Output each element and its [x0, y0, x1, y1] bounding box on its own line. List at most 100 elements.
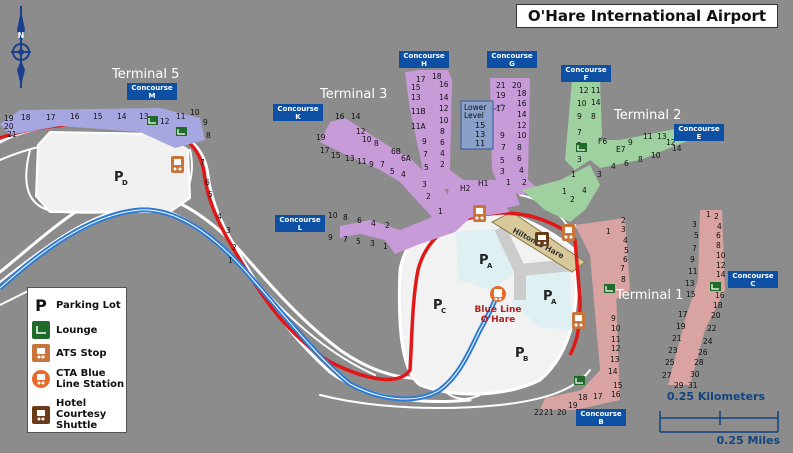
gate-label: 11 — [688, 267, 698, 276]
gate-label: 13 — [139, 112, 149, 121]
gate-label: 10 — [328, 211, 338, 220]
gate-label: 9 — [369, 160, 374, 169]
parking-p-label: P — [433, 298, 443, 313]
gate-label: 11 — [611, 335, 621, 344]
svg-text:M: M — [149, 92, 156, 100]
gate-label: 8 — [638, 155, 643, 164]
gate-label: 1 — [383, 242, 388, 251]
gate-label: 7 — [343, 235, 348, 244]
gate-label: 5 — [500, 156, 505, 165]
gate-label: 8 — [517, 143, 522, 152]
gate-label: 14 — [716, 270, 726, 279]
ats-stop-icon — [562, 224, 575, 241]
lower-level-gate: 11 — [475, 139, 485, 148]
scale-km-label: 0.25 Kilometers — [666, 390, 766, 403]
lower-level-gate: 15 — [475, 121, 485, 130]
ats-stop-icon — [171, 156, 184, 173]
compass-icon: N — [11, 6, 31, 88]
gate-label: 8 — [343, 213, 348, 222]
lounge-icon — [574, 376, 585, 385]
gate-label: 12 — [666, 138, 676, 147]
gate-label: 2 — [522, 178, 527, 187]
gate-label: 9 — [577, 112, 582, 121]
gate-label: 28 — [694, 358, 704, 367]
gate-label: 1 — [571, 170, 576, 179]
gate-label: 17 — [416, 75, 426, 84]
gate-label: 16 — [335, 112, 345, 121]
svg-text:B: B — [598, 418, 603, 426]
parking-p-label: P — [479, 253, 489, 268]
gate-label: 15 — [411, 83, 421, 92]
gate-label: 5 — [208, 190, 213, 199]
gate-label: 24 — [703, 337, 713, 346]
gate-label: H2 — [460, 184, 471, 193]
lounge-icon — [147, 116, 158, 125]
gate-label: 3 — [226, 226, 231, 235]
gate-label: 11 — [357, 157, 367, 166]
gate-label: 7 — [620, 264, 625, 273]
gate-label: 21 — [544, 408, 554, 417]
gate-label: 16 — [70, 112, 80, 121]
gate-label: 13 — [411, 93, 421, 102]
gate-label: 3 — [370, 239, 375, 248]
gate-label: 8 — [621, 275, 626, 284]
gate-label: 7 — [577, 128, 582, 137]
gate-label: 6 — [517, 154, 522, 163]
gate-label: 9 — [690, 255, 695, 264]
gate-label: 6 — [357, 216, 362, 225]
gate-label: 31 — [688, 381, 698, 390]
gate-label: 17 — [320, 146, 330, 155]
gate-label: 8 — [206, 131, 211, 140]
gate-label: 16 — [439, 80, 449, 89]
gate-label: 13 — [610, 355, 620, 364]
hotel-shuttle-icon — [32, 405, 50, 424]
terminal-2-label: Terminal 2 — [613, 108, 681, 123]
gate-label: 9 — [611, 314, 616, 323]
gate-label: 12 — [716, 261, 726, 270]
gate-label: 26 — [698, 348, 708, 357]
gate-label: 25 — [665, 358, 675, 367]
terminal-1-label: Terminal 1 — [615, 288, 683, 303]
svg-text:C: C — [750, 280, 755, 288]
gate-label: 15 — [686, 290, 696, 299]
gate-label: 6A — [401, 154, 412, 163]
gate-label: 4 — [519, 166, 524, 175]
legend-cta-label: CTA Blue Line Station — [56, 368, 125, 390]
gate-label: 15 — [93, 112, 103, 121]
gate-label: 14 — [351, 112, 361, 121]
gate-label: 8 — [716, 241, 721, 250]
parking-b-label: B — [523, 355, 528, 363]
gate-label: 6 — [440, 138, 445, 147]
legend-ats-label: ATS Stop — [56, 347, 107, 359]
lounge-icon — [604, 284, 615, 293]
gate-label: 17 — [496, 104, 506, 113]
gate-label: 3 — [577, 155, 582, 164]
gate-label: 14 — [517, 110, 527, 119]
gate-label: 12 — [579, 86, 589, 95]
gate-label: 15 — [331, 151, 341, 160]
gate-label: 12 — [356, 127, 366, 136]
gate-label: 5 — [424, 163, 429, 172]
gate-label: 9 — [203, 118, 208, 127]
gate-label: 5 — [356, 237, 361, 246]
gate-label: 22 — [534, 408, 544, 417]
parking-p-label: P — [543, 289, 553, 304]
svg-text:L: L — [298, 224, 303, 232]
legend-shuttle-row: Hotel Courtesy Shuttle — [32, 398, 106, 431]
gate-label: 8 — [440, 127, 445, 136]
gate-label: 11 — [591, 86, 601, 95]
gate-label: 1 — [228, 256, 233, 265]
gate-label: 2 — [714, 212, 719, 221]
ats-stop-icon — [473, 205, 486, 222]
parking-p-label: P — [114, 170, 124, 185]
gate-label: 21 — [672, 334, 682, 343]
gate-label: 6 — [716, 231, 721, 240]
gate-label: 19 — [316, 133, 326, 142]
legend-lounge-row: Lounge — [32, 321, 97, 339]
gate-label: 29 — [674, 381, 684, 390]
